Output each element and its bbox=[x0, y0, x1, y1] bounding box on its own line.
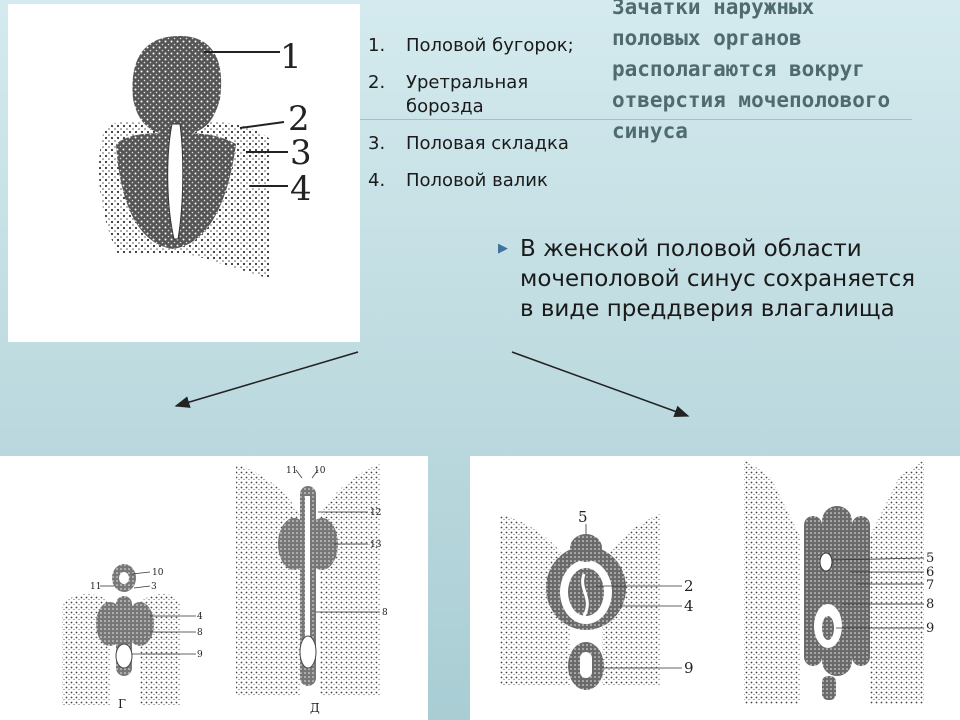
top-label-2: 2 bbox=[288, 99, 310, 139]
d-label-8: 8 bbox=[382, 608, 388, 618]
arrow-right bbox=[511, 351, 690, 418]
g-label-4: 4 bbox=[197, 612, 203, 622]
top-label-1: 1 bbox=[280, 37, 302, 77]
bullet-triangle-icon: ▶ bbox=[498, 241, 508, 256]
figure-male-development: 10 11 3 4 8 9 Г 11 10 12 13 8 Д bbox=[0, 456, 428, 720]
legend-item: 1.Половой бугорок; bbox=[368, 35, 574, 56]
g-label-8: 8 bbox=[197, 628, 203, 638]
bullet-text: В женской половой области мочеполовой си… bbox=[520, 236, 916, 322]
legend-item: 3.Половая складка bbox=[368, 133, 569, 154]
urethral-groove-shape bbox=[167, 123, 184, 240]
figure-indifferent-stage: 1 2 3 4 bbox=[8, 4, 360, 342]
f1-label-2: 2 bbox=[684, 577, 694, 595]
f2-label-8: 8 bbox=[926, 597, 934, 612]
f1-label-9: 9 bbox=[684, 659, 694, 677]
bullet-point: ▶ В женской половой области мочеполовой … bbox=[498, 234, 918, 324]
g-label-9: 9 bbox=[197, 650, 203, 660]
g-label-10: 10 bbox=[152, 568, 164, 578]
f2-label-7: 7 bbox=[926, 578, 934, 593]
caption-d: Д bbox=[310, 701, 320, 715]
legend-item: 4.Половой валик bbox=[368, 170, 548, 191]
slide-title: Зачатки наружных половых органов распола… bbox=[612, 0, 891, 143]
legend-item: 2.Уретральная борозда bbox=[368, 72, 529, 117]
genital-tubercle-shape bbox=[132, 36, 222, 136]
g-label-3: 3 bbox=[151, 582, 157, 592]
f2-label-5: 5 bbox=[926, 551, 934, 566]
structure-legend: 1.Половой бугорок; 2.Уретральная борозда… bbox=[368, 34, 608, 206]
d-label-13: 13 bbox=[370, 540, 382, 550]
caption-g: Г bbox=[118, 697, 126, 711]
top-label-4: 4 bbox=[290, 169, 312, 209]
f1-label-4: 4 bbox=[684, 597, 694, 615]
f2-label-9: 9 bbox=[926, 621, 934, 636]
d-label-11: 11 bbox=[286, 466, 297, 476]
d-label-10: 10 bbox=[314, 466, 326, 476]
f1-label-5: 5 bbox=[578, 508, 588, 526]
d-label-12: 12 bbox=[370, 508, 381, 518]
figure-female-development: 5 2 4 9 5 6 7 8 9 bbox=[470, 456, 960, 720]
arrow-left bbox=[174, 351, 359, 408]
top-label-3: 3 bbox=[290, 133, 312, 173]
slide-divider-line bbox=[360, 119, 912, 120]
g-label-11: 11 bbox=[90, 582, 101, 592]
f2-label-6: 6 bbox=[926, 565, 934, 580]
